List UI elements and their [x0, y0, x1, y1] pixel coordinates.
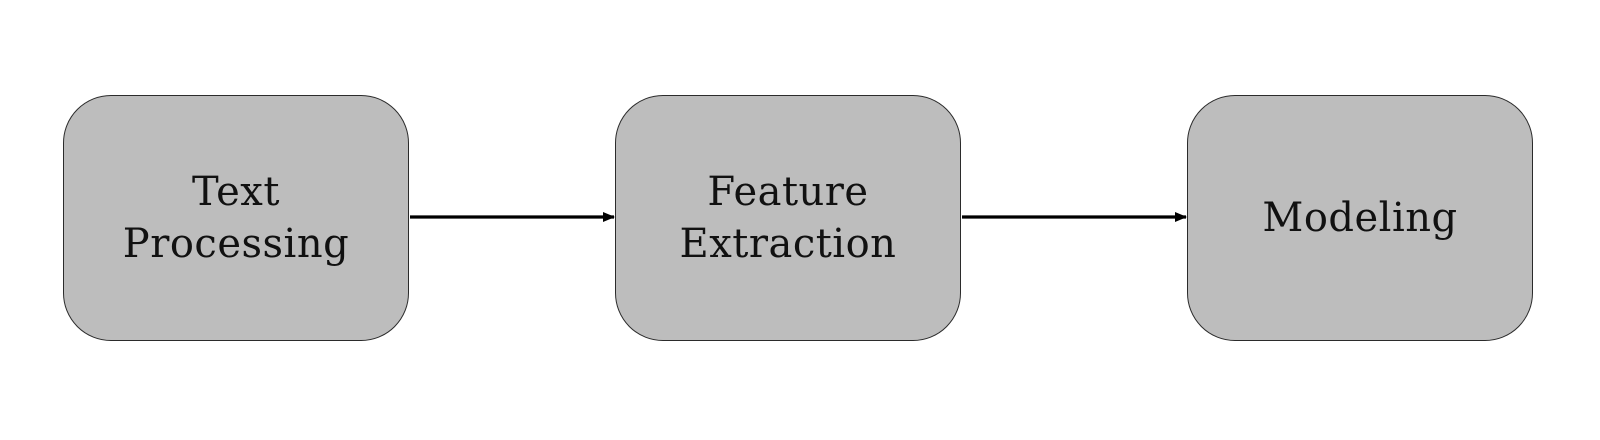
node-label: Feature Extraction — [680, 166, 897, 270]
node-label: Modeling — [1262, 192, 1457, 244]
node-label-line: Extraction — [679, 221, 897, 267]
node-label-line: Modeling — [1262, 195, 1458, 241]
node-feature-extraction: Feature Extraction — [615, 95, 961, 341]
node-label-line: Text — [192, 169, 280, 215]
node-label-line: Processing — [122, 221, 350, 267]
node-label-line: Feature — [707, 169, 869, 215]
node-modeling: Modeling — [1187, 95, 1533, 341]
node-label: Text Processing — [123, 166, 349, 270]
node-text-processing: Text Processing — [63, 95, 409, 341]
